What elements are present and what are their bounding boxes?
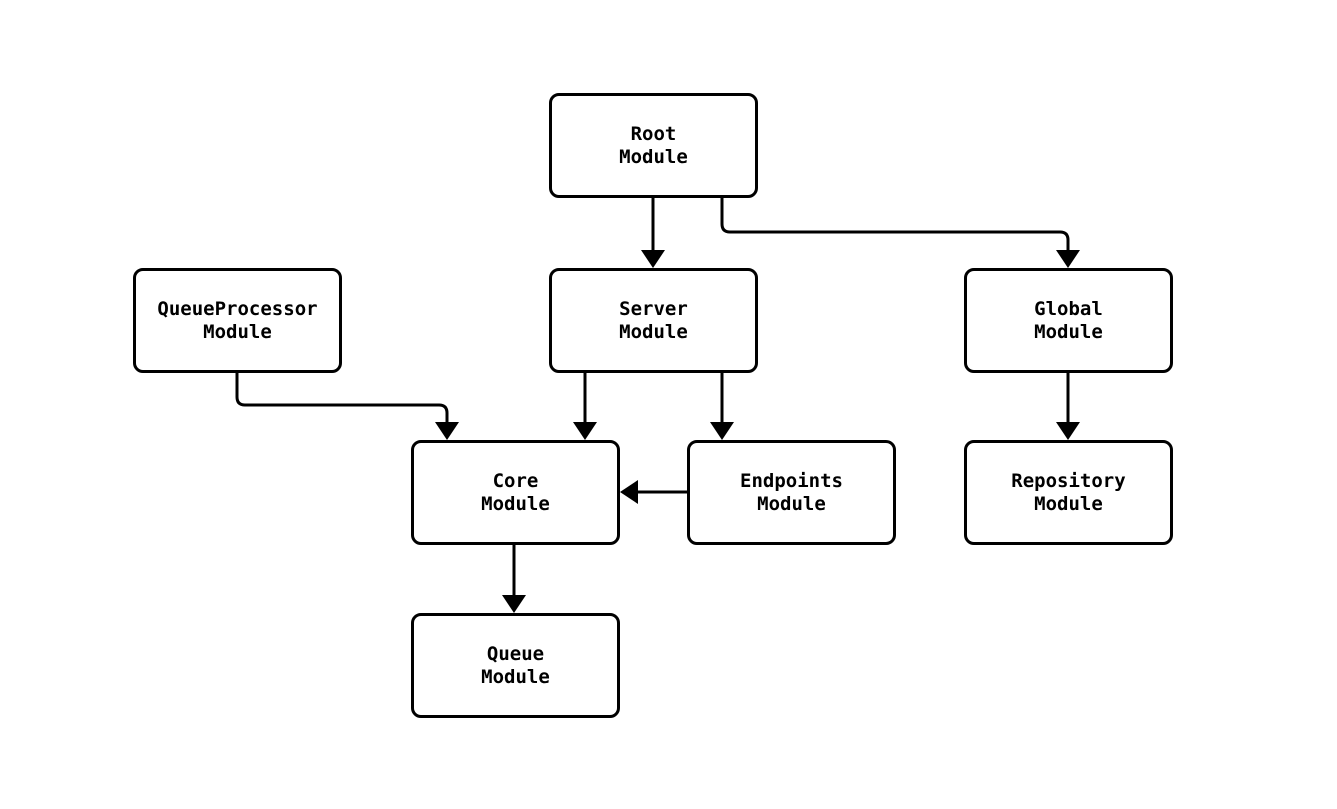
node-global-module-label: Global Module bbox=[1034, 298, 1103, 343]
edge-server-to-endpoints bbox=[710, 373, 734, 440]
edge-server-to-core bbox=[573, 373, 597, 440]
node-server-module-label: Server Module bbox=[619, 298, 688, 343]
node-queue-module-label: Queue Module bbox=[481, 643, 550, 688]
node-queueprocessor-module: QueueProcessor Module bbox=[133, 268, 342, 373]
node-core-module-label: Core Module bbox=[481, 470, 550, 515]
edge-root-to-server bbox=[641, 198, 665, 268]
edge-core-to-queue bbox=[502, 545, 526, 613]
node-server-module: Server Module bbox=[549, 268, 758, 373]
node-endpoints-module-label: Endpoints Module bbox=[740, 470, 843, 515]
node-repository-module: Repository Module bbox=[964, 440, 1173, 545]
edge-queueprocessor-to-core bbox=[235, 373, 459, 440]
node-queueprocessor-module-label: QueueProcessor Module bbox=[157, 298, 318, 343]
node-root-module: Root Module bbox=[549, 93, 758, 198]
edge-root-to-global bbox=[720, 198, 1080, 268]
node-root-module-label: Root Module bbox=[619, 123, 688, 168]
edge-endpoints-to-core bbox=[620, 480, 687, 504]
node-endpoints-module: Endpoints Module bbox=[687, 440, 896, 545]
node-global-module: Global Module bbox=[964, 268, 1173, 373]
edge-global-to-repository bbox=[1056, 373, 1080, 440]
node-queue-module: Queue Module bbox=[411, 613, 620, 718]
node-repository-module-label: Repository Module bbox=[1011, 470, 1126, 515]
node-core-module: Core Module bbox=[411, 440, 620, 545]
